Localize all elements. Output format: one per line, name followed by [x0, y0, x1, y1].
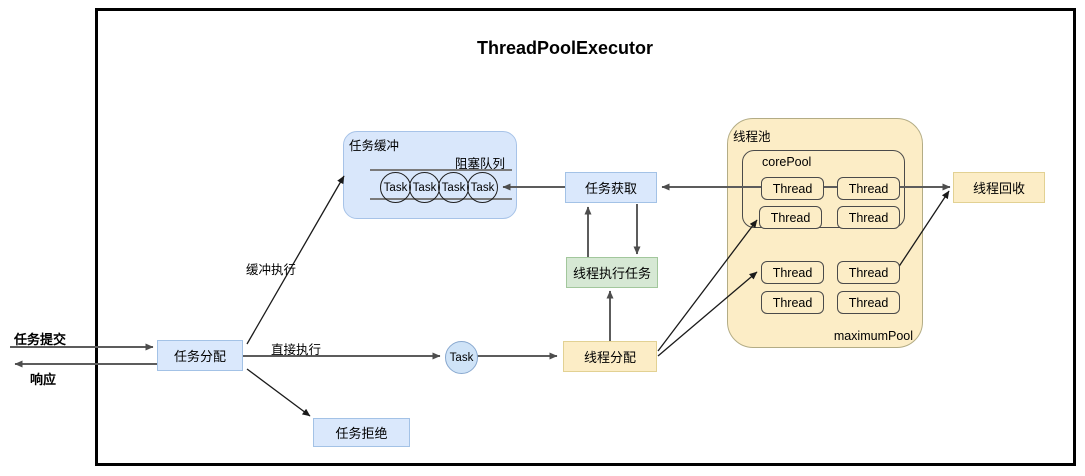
core-pool-container	[742, 150, 905, 228]
task-circle-node: Task	[445, 341, 478, 374]
thread-pool-label: 线程池	[733, 130, 771, 144]
task-reject-node: 任务拒绝	[313, 418, 410, 447]
task-dispatch-node: 任务分配	[157, 340, 243, 371]
core-thread-node: Thread	[761, 177, 824, 200]
response-label: 响应	[30, 372, 57, 387]
core-thread-node: Thread	[759, 206, 822, 229]
max-thread-node: Thread	[761, 291, 824, 314]
core-thread-node: Thread	[837, 177, 900, 200]
max-thread-node: Thread	[837, 261, 900, 284]
maximum-pool-label: maximumPool	[833, 329, 913, 343]
task-fetch-node: 任务获取	[565, 172, 657, 203]
queue-task-node: Task	[467, 172, 498, 203]
queue-top-line	[370, 169, 512, 171]
direct-execution-label: 直接执行	[271, 343, 322, 357]
max-thread-node: Thread	[837, 291, 900, 314]
thread-dispatch-node: 线程分配	[563, 341, 657, 372]
blocking-queue-label: 阻塞队列	[454, 157, 505, 171]
diagram-title: ThreadPoolExecutor	[476, 38, 654, 58]
buffered-execution-label: 缓冲执行	[246, 263, 297, 277]
diagram-outer-frame	[95, 8, 1076, 466]
task-submit-label: 任务提交	[14, 332, 67, 347]
queue-bottom-line	[370, 198, 512, 200]
queue-task-node: Task	[438, 172, 469, 203]
queue-task-node: Task	[409, 172, 440, 203]
task-buffer-label: 任务缓冲	[349, 139, 400, 153]
core-thread-node: Thread	[837, 206, 900, 229]
thread-execute-node: 线程执行任务	[566, 257, 658, 288]
thread-recycle-node: 线程回收	[953, 172, 1045, 203]
max-thread-node: Thread	[761, 261, 824, 284]
core-pool-label: corePool	[762, 155, 812, 169]
queue-task-node: Task	[380, 172, 411, 203]
